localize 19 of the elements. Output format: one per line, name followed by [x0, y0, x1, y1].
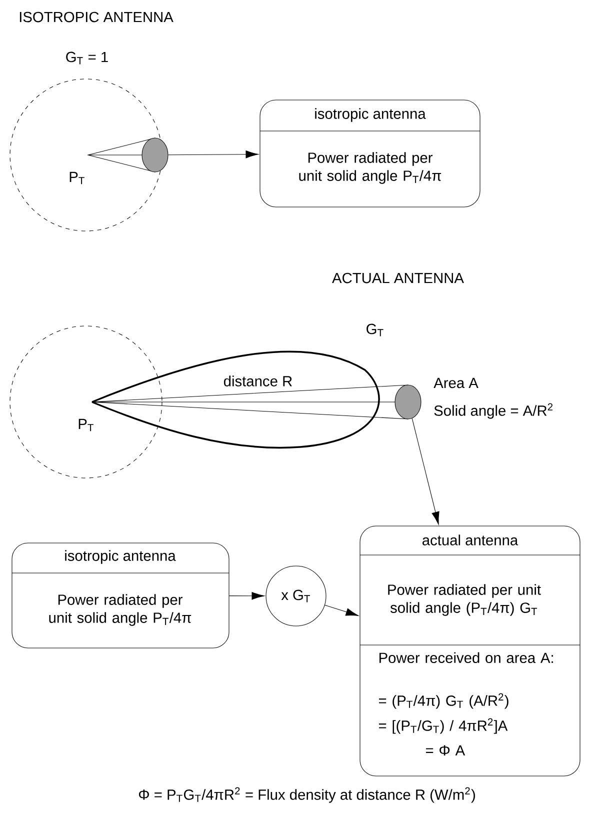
arrow	[229, 592, 265, 600]
caption: Φ = P$_{T}$G$_{T}$/4πR$^{2}$ = Flux density at distance R (W/m$^{2}$)	[138, 787, 475, 803]
section-heading: ACTUAL ANTENNA	[332, 272, 464, 284]
label: G$_{T}$	[366, 324, 384, 336]
label: distance R	[224, 376, 292, 386]
label: P$_{T}$	[78, 418, 94, 432]
aperture-disk	[142, 138, 168, 172]
arrow	[168, 150, 259, 158]
arrow	[412, 418, 440, 525]
state-box: actual antenna Power radiated per unit solid angle (P$_{T}$/4π) G$_{T}$ Power received on area A: = (P$_{T}$/4π) G$_{T}$ (A/R$^{2}$) = [(P$_{T}$/G$_{T}$) / 4πR$^{2}$]A = Φ A	[360, 526, 580, 776]
arrow	[324, 604, 359, 616]
section-heading: ISOTROPIC ANTENNA	[20, 12, 174, 22]
label: P$_{T}$	[70, 172, 84, 184]
state-box: isotropic antenna Power radiated per unit solid angle P$_{T}$/4π	[260, 100, 480, 208]
aperture-disk	[394, 384, 422, 420]
label: Area A	[434, 378, 478, 388]
state-box: isotropic antenna Power radiated per unit solid angle P$_{T}$/4π	[12, 542, 230, 648]
label: G$_{T}$ = 1	[66, 52, 108, 64]
label: Solid angle = A/R$^{2}$	[434, 403, 553, 419]
